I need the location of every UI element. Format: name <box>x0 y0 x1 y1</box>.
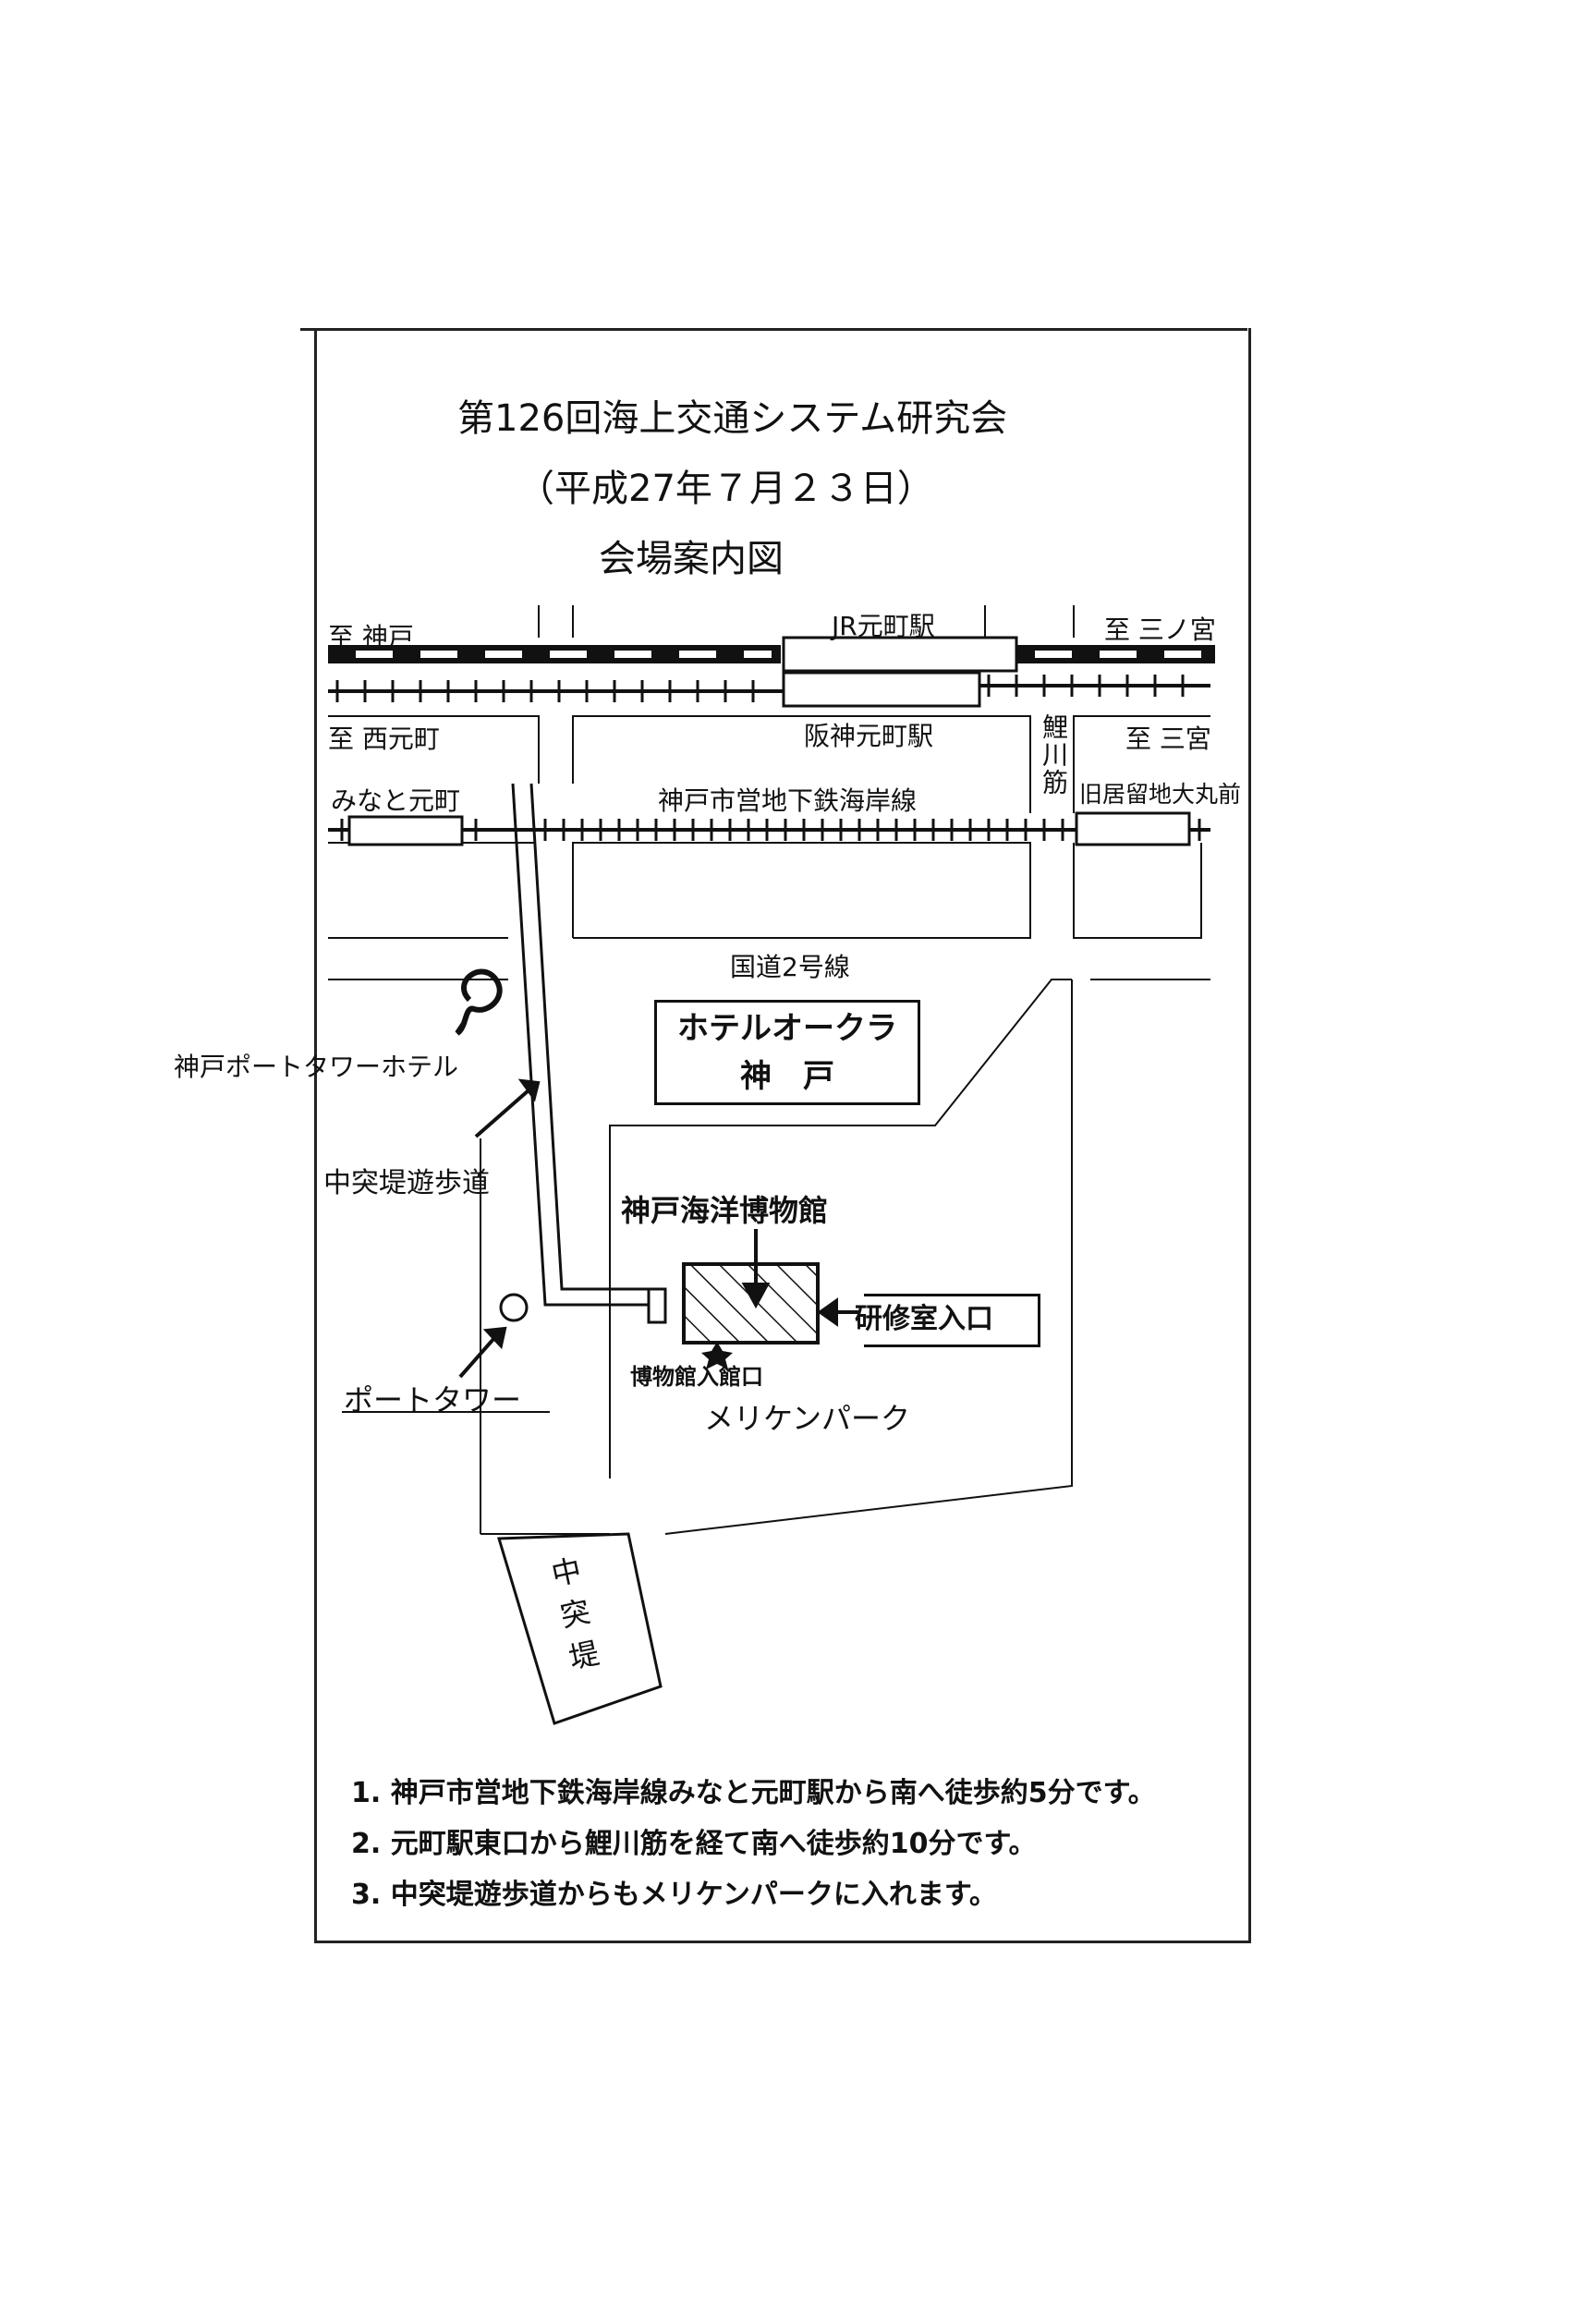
page-title: 第126回海上交通システム研究会 <box>457 397 1008 440</box>
label-to-nishimotomachi: 至 西元町 <box>328 724 440 754</box>
label-port-tower: ポートタワー <box>344 1382 522 1418</box>
subway-line <box>328 819 1210 841</box>
map-subtitle: 会場案内図 <box>599 538 784 580</box>
label-jr-station: JR元町駅 <box>832 611 935 641</box>
hanshin-station-box <box>782 671 981 708</box>
label-promenade: 中突堤遊歩道 <box>323 1167 490 1199</box>
note-3: 3. 中突堤遊歩道からもメリケンパークに入れます。 <box>351 1879 997 1911</box>
port-tower-icon <box>499 1293 529 1322</box>
map-frame <box>314 328 1251 1943</box>
map-frame-top <box>300 328 1247 331</box>
label-subway-line: 神戸市営地下鉄海岸線 <box>658 785 918 816</box>
date-label: （平成27年７月２３日） <box>517 468 934 510</box>
museum-entrance-star-icon <box>701 1342 733 1369</box>
museum-building <box>682 1262 820 1345</box>
arrows <box>458 1078 859 1379</box>
city-blocks <box>328 715 1210 980</box>
label-museum-entrance: 博物館入館口 <box>630 1364 763 1390</box>
label-to-sannomiya-jr: 至 三ノ宮 <box>1104 614 1216 645</box>
label-route2: 国道2号線 <box>730 952 850 982</box>
hanshin-rail-ticks <box>335 675 1185 702</box>
label-koikawasuji: 鯉川筋 <box>1039 713 1069 797</box>
label-meriken-park: メリケンパーク <box>704 1401 911 1436</box>
pier-outline <box>497 1532 663 1725</box>
label-minato-motomachi: みなと元町 <box>331 785 461 816</box>
kyukyoryuchi-station-box <box>1075 811 1191 846</box>
hotel-okura-box: ホテルオークラ 神 戸 <box>654 1000 920 1105</box>
label-kyukyoryuchi: 旧居留地大丸前 <box>1079 781 1242 808</box>
hotel-icon <box>455 968 503 1036</box>
jr-station-box <box>782 636 1018 673</box>
hotel-okura-city: 神 戸 <box>740 1058 834 1095</box>
promenade-arrow-head <box>517 1078 541 1102</box>
note-1: 1. 神戸市営地下鉄海岸線みなと元町駅から南へ徒歩約5分です。 <box>351 1777 1156 1809</box>
port-tower-arrow-head <box>482 1326 507 1350</box>
hanshin-rail-line <box>328 684 1210 693</box>
jr-rail-line <box>328 645 1215 663</box>
museum-arrow-head <box>741 1283 771 1309</box>
promenade-path <box>511 783 665 1321</box>
hotel-okura-name: ホテルオークラ <box>677 1010 897 1047</box>
label-hanshin-station: 阪神元町駅 <box>804 721 934 751</box>
minato-motomachi-station-box <box>347 815 464 846</box>
label-training-entrance: 研修室入口 <box>855 1303 993 1335</box>
note-2: 2. 元町駅東口から鯉川筋を経て南へ徒歩約10分です。 <box>351 1828 1037 1860</box>
label-to-sannomiya: 至 三宮 <box>1125 724 1211 754</box>
label-museum: 神戸海洋博物館 <box>621 1193 829 1228</box>
museum-entrance-gate <box>647 1287 667 1324</box>
park-outline <box>480 979 1210 1535</box>
training-arrow-head <box>817 1297 838 1327</box>
training-room-entrance-box <box>864 1294 1040 1347</box>
label-to-kobe: 至 神戸 <box>328 622 414 652</box>
label-port-tower-hotel: 神戸ポートタワーホテル <box>174 1052 459 1082</box>
